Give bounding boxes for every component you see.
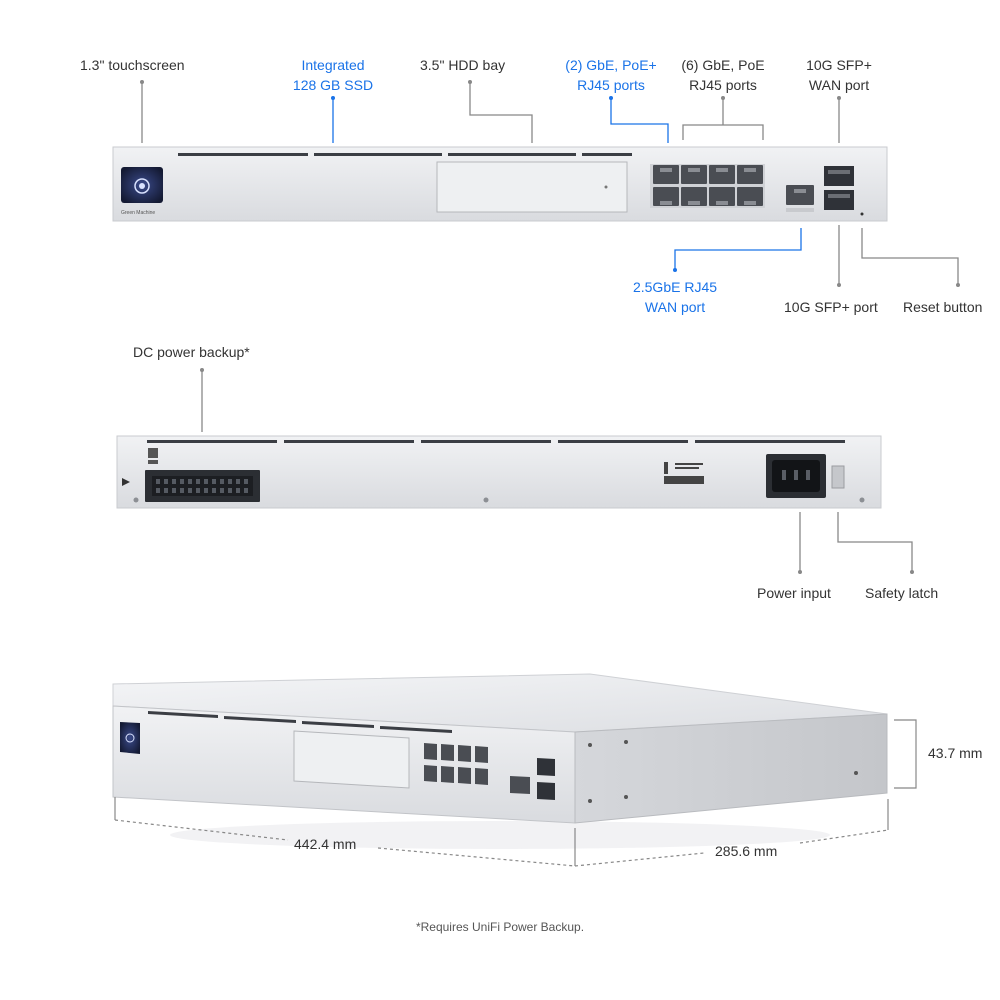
- perspective-sfp-ports: [537, 758, 555, 800]
- sfp-wan-label-line1: 10G SFP+: [806, 57, 872, 73]
- sfp-ports: [824, 166, 854, 210]
- touchscreen: [121, 167, 163, 203]
- back-vent-slots: [147, 440, 845, 443]
- poe-label-line1: (6) GbE, PoE: [681, 57, 765, 73]
- back-screws: [133, 497, 865, 503]
- safety-latch: [831, 465, 845, 489]
- perspective-rj45-ports: [424, 743, 488, 785]
- rj45-port-block: [650, 164, 765, 208]
- reset-button-label: Reset button: [903, 299, 983, 315]
- wan-25g-port: [786, 185, 814, 212]
- back-callout-lines: [201, 370, 913, 572]
- power-input-socket: [766, 454, 826, 498]
- wan-25g-label: 2.5GbE RJ45 WAN port: [620, 277, 730, 317]
- front-brand-text: Green Machine: [121, 210, 155, 216]
- perspective-touchscreen: [120, 722, 140, 754]
- hdd-bay: [436, 161, 628, 213]
- front-vent-slots: [178, 153, 632, 156]
- back-view: [116, 435, 882, 509]
- arrow-icon: [122, 478, 130, 486]
- ssd-label: Integrated 128 GB SSD: [282, 55, 384, 95]
- sfp-wan-label: 10G SFP+ WAN port: [795, 55, 883, 95]
- poe-plus-label-line2: RJ45 ports: [577, 77, 645, 93]
- poe-ports-label: (6) GbE, PoE RJ45 ports: [673, 55, 773, 95]
- perspective-hdd-bay: [293, 730, 410, 789]
- poe-label-line2: RJ45 ports: [689, 77, 757, 93]
- certification-marks-icon: [664, 462, 704, 484]
- ssd-label-line2: 128 GB SSD: [292, 77, 374, 93]
- sfp-wan-label-line2: WAN port: [808, 77, 870, 93]
- perspective-vent-slots: [148, 711, 452, 733]
- dimension-lines: [114, 719, 917, 867]
- poe-plus-ports-label: (2) GbE, PoE+ RJ45 ports: [552, 55, 670, 95]
- poe-plus-label-line1: (2) GbE, PoE+: [565, 57, 657, 73]
- perspective-wan-port: [510, 776, 530, 794]
- front-callout-dots: [140, 80, 960, 287]
- power-input-label: Power input: [757, 585, 831, 601]
- height-dimension-label: 43.7 mm: [928, 745, 983, 761]
- front-callout-lines: [141, 82, 959, 285]
- hdd-bay-label: 3.5" HDD bay: [420, 57, 506, 73]
- front-view: Green Machine: [112, 146, 888, 222]
- wan-25g-label-line2: WAN port: [644, 299, 706, 315]
- dc-power-backup-label: DC power backup*: [133, 344, 250, 360]
- ssd-label-line1: Integrated: [301, 57, 365, 73]
- footnote: *Requires UniFi Power Backup.: [415, 920, 585, 934]
- reset-button-hole: [860, 212, 864, 216]
- back-callout-dots: [200, 368, 914, 574]
- perspective-screws: [588, 740, 858, 803]
- depth-dimension-label: 285.6 mm: [715, 843, 778, 859]
- qr-label-icon: [148, 448, 158, 464]
- sfp-port-label: 10G SFP+ port: [784, 299, 878, 315]
- touchscreen-label: 1.3" touchscreen: [80, 57, 185, 73]
- perspective-view: [112, 673, 888, 849]
- safety-latch-label: Safety latch: [865, 585, 939, 601]
- dc-backup-connector: [145, 470, 260, 502]
- wan-25g-label-line1: 2.5GbE RJ45: [632, 279, 718, 295]
- width-dimension-label: 442.4 mm: [294, 836, 357, 852]
